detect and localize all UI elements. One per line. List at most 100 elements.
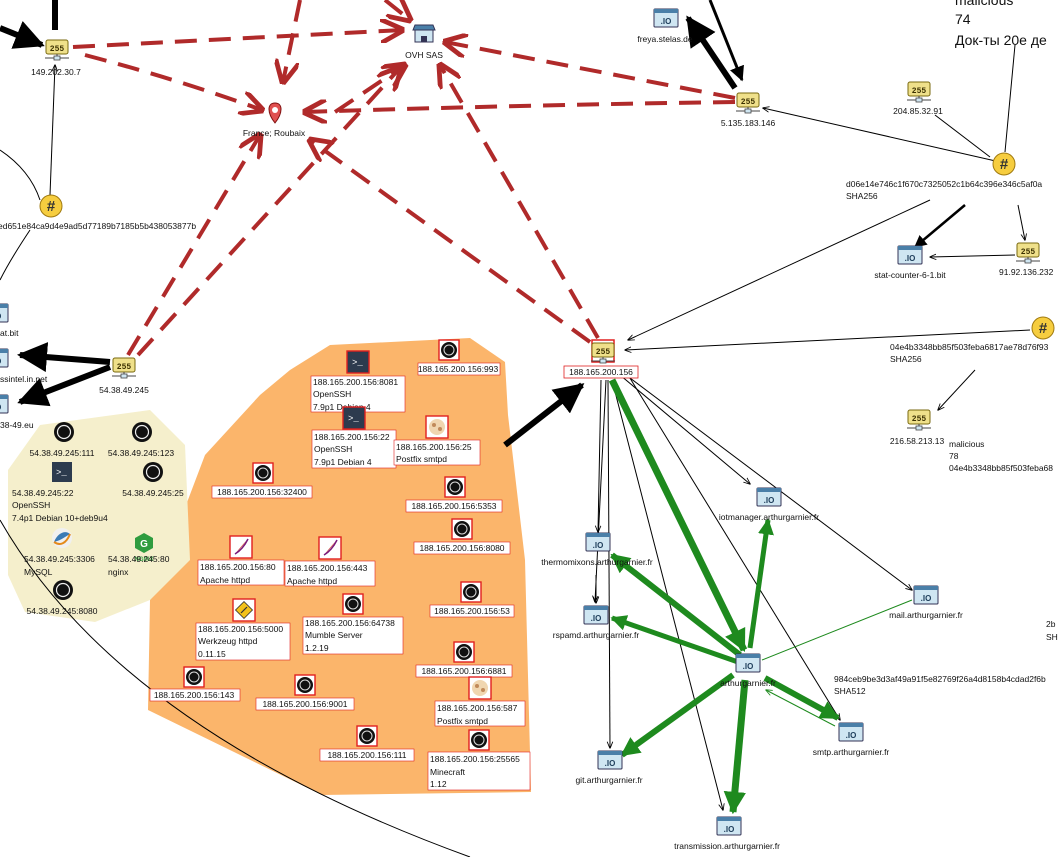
port-188-993[interactable]: 188.165.200.156:993 — [417, 339, 501, 376]
node-label-transmission: transmission.arthurgarnier.fr — [674, 841, 780, 851]
nginx-icon: G NGINX — [134, 533, 154, 563]
node-ip-216[interactable]: 216.58.213.13 — [890, 409, 945, 446]
node-ip-54[interactable]: 54.38.49.245 — [99, 357, 149, 395]
hash-icon — [1031, 316, 1055, 340]
node-ip-204[interactable]: 204.85.32.91 — [893, 81, 943, 116]
node-hash-5[interactable]: 984ceb9be3d3af49a91f5e82769f26a4d8158b4c… — [834, 674, 1046, 696]
label-frame — [434, 700, 526, 727]
port-188-53[interactable]: 188.165.200.156:53 — [429, 581, 515, 618]
port-188-5000[interactable]: 188.165.200.156:5000 Werkzeug httpd 0.11… — [195, 598, 291, 661]
node-france[interactable]: France; Roubaix — [243, 102, 306, 138]
port-54-25[interactable]: 54.38.49.245:25 — [122, 461, 184, 498]
hash-type: SHA256 — [846, 191, 878, 201]
port-54-123[interactable]: 54.38.49.245:123 — [108, 421, 174, 458]
label-frame — [310, 375, 406, 413]
domain-icon — [0, 348, 9, 368]
node-label-mail: mail.arthurgarnier.fr — [889, 610, 963, 620]
port-54-80[interactable]: G NGINX 54.38.49.245:80 nginx — [108, 533, 170, 577]
ip-address-icon — [1015, 242, 1041, 264]
port-label: 54.38.49.245:3306 — [24, 554, 95, 564]
port-label: 188.165.200.156:32400 — [217, 487, 307, 497]
apache-icon — [318, 536, 342, 560]
node-ip-91[interactable]: 91.92.136.232 — [999, 242, 1054, 277]
port-188-80[interactable]: 188.165.200.156:80 Apache httpd — [197, 535, 285, 586]
domain-icon — [585, 532, 611, 552]
port-label: 54.38.49.245:25 — [122, 488, 184, 498]
green-edges — [608, 378, 913, 815]
node-domain-rspamd[interactable]: rspamd.arthurgarnier.fr — [553, 605, 640, 640]
port-188-6881[interactable]: 188.165.200.156:6881 — [415, 641, 513, 678]
domain-icon — [838, 722, 864, 742]
node-domain-smtp[interactable]: smtp.arthurgarnier.fr — [813, 722, 890, 757]
node-ovh[interactable]: OVH SAS — [405, 24, 443, 60]
node-left-bit[interactable]: at.bit — [0, 303, 19, 338]
port-188-8081[interactable]: 188.165.200.156:8081 OpenSSH 7.9p1 Debia… — [310, 350, 406, 413]
port-icon — [451, 518, 473, 540]
port-188-22[interactable]: 188.165.200.156:22 OpenSSH 7.9p1 Debian … — [311, 406, 397, 469]
port-54-22[interactable]: 54.38.49.245:22 OpenSSH 7.4p1 Debian 10+… — [12, 462, 108, 523]
port-label: 54.38.49.245:80 — [108, 554, 170, 564]
label-frame — [413, 541, 511, 555]
terminal-icon — [342, 406, 366, 430]
port-188-8080[interactable]: 188.165.200.156:8080 — [413, 518, 511, 555]
arc-edge — [0, 149, 41, 201]
hash-value: 04e4b3348bb85f503feba68 — [949, 463, 1053, 473]
port-188-25565[interactable]: 188.165.200.156:25565 Minecraft 1.12 — [427, 729, 531, 791]
node-left-eu[interactable]: 38-49.eu — [0, 394, 34, 430]
node-domain-mail[interactable]: mail.arthurgarnier.fr — [889, 585, 963, 620]
port-54-8080[interactable]: 54.38.49.245:8080 — [27, 579, 98, 616]
label-frame — [211, 485, 313, 499]
node-domain-arthurgarnier[interactable]: arthurgarnier.fr — [720, 653, 776, 688]
header-text-malicious: malicious — [955, 0, 1013, 8]
label-frame — [429, 604, 515, 618]
node-stat-counter[interactable]: stat-counter-6-1.bit — [874, 245, 946, 280]
port-188-5353[interactable]: 188.165.200.156:5353 — [405, 476, 503, 513]
port-188-443[interactable]: 188.165.200.156:443 Apache httpd — [284, 536, 376, 587]
node-domain-git[interactable]: git.arthurgarnier.fr — [575, 750, 643, 785]
node-freya[interactable]: freya.stelas.de — [637, 8, 693, 44]
hash-value: ed651e84ca9d4e9ad5d77189b7185b5b43805387… — [0, 221, 196, 231]
node-ip-5135[interactable]: 5.135.183.146 — [721, 92, 776, 128]
port-label: 54.38.49.245:111 — [30, 448, 95, 458]
ip-address-icon — [906, 409, 932, 431]
port-188-25[interactable]: 188.165.200.156:25 Postfix smtpd — [393, 415, 481, 466]
port-label: 188.165.200.156:587 — [437, 703, 518, 713]
header-text-count: 74 — [955, 11, 971, 27]
node-hash-2[interactable]: 04e4b3348bb85f503feba6817ae78d76f93 SHA2… — [890, 316, 1055, 364]
node-domain-iotmanager[interactable]: iotmanager.arthurgarnier.fr — [719, 487, 819, 522]
header-text-docs: Док-ты 20е де — [955, 32, 1047, 48]
port-label: 188.165.200.156:80 — [200, 562, 276, 572]
port-188-587[interactable]: 188.165.200.156:587 Postfix smtpd — [434, 676, 526, 727]
node-label-left-bit: at.bit — [0, 328, 19, 338]
node-hash-3[interactable]: ed651e84ca9d4e9ad5d77189b7185b5b43805387… — [0, 194, 196, 231]
port-54-111[interactable]: 54.38.49.245:111 — [30, 421, 95, 458]
werkzeug-icon — [232, 598, 256, 622]
node-hash-1[interactable]: d06e14e746c1f670c7325052c1b64c396e346c5a… — [846, 152, 1042, 201]
domain-icon — [583, 605, 609, 625]
port-icon — [460, 581, 482, 603]
label-frame — [149, 688, 241, 702]
domain-icon — [716, 816, 742, 836]
node-domain-thermomixons[interactable]: thermomixons.arthurgarnier.fr — [541, 532, 653, 567]
hash-type: SHA256 — [890, 354, 922, 364]
node-ip-149[interactable]: 149.202.30.7 — [31, 39, 81, 77]
port-label: 188.165.200.156:25 — [396, 442, 472, 452]
node-hash-4[interactable]: malicious 78 04e4b3348bb85f503feba68 — [949, 439, 1053, 473]
port-188-111[interactable]: 188.165.200.156:111 — [319, 725, 415, 762]
node-domain-transmission[interactable]: transmission.arthurgarnier.fr — [674, 816, 780, 851]
node-left-inet[interactable]: ssintel.in.net — [0, 348, 48, 384]
port-label: 188.165.200.156:993 — [418, 364, 499, 374]
port-188-143[interactable]: 188.165.200.156:143 — [149, 666, 241, 702]
node-ip-188[interactable]: 188.165.200.156 — [563, 339, 639, 379]
port-188-9001[interactable]: 188.165.200.156:9001 — [255, 674, 355, 711]
port-188-64738[interactable]: 188.165.200.156:64738 Mumble Server 1.2.… — [302, 593, 404, 655]
port-54-3306[interactable]: 54.38.49.245:3306 MySQL — [24, 528, 95, 577]
node-label-ip-91: 91.92.136.232 — [999, 267, 1054, 277]
node-label-arthurgarnier: arthurgarnier.fr — [720, 678, 776, 688]
svg-text:G: G — [140, 539, 148, 550]
port-icon — [468, 729, 490, 751]
port-icon — [252, 462, 274, 484]
apache-icon — [229, 535, 253, 559]
port-188-32400[interactable]: 188.165.200.156:32400 — [211, 462, 313, 499]
